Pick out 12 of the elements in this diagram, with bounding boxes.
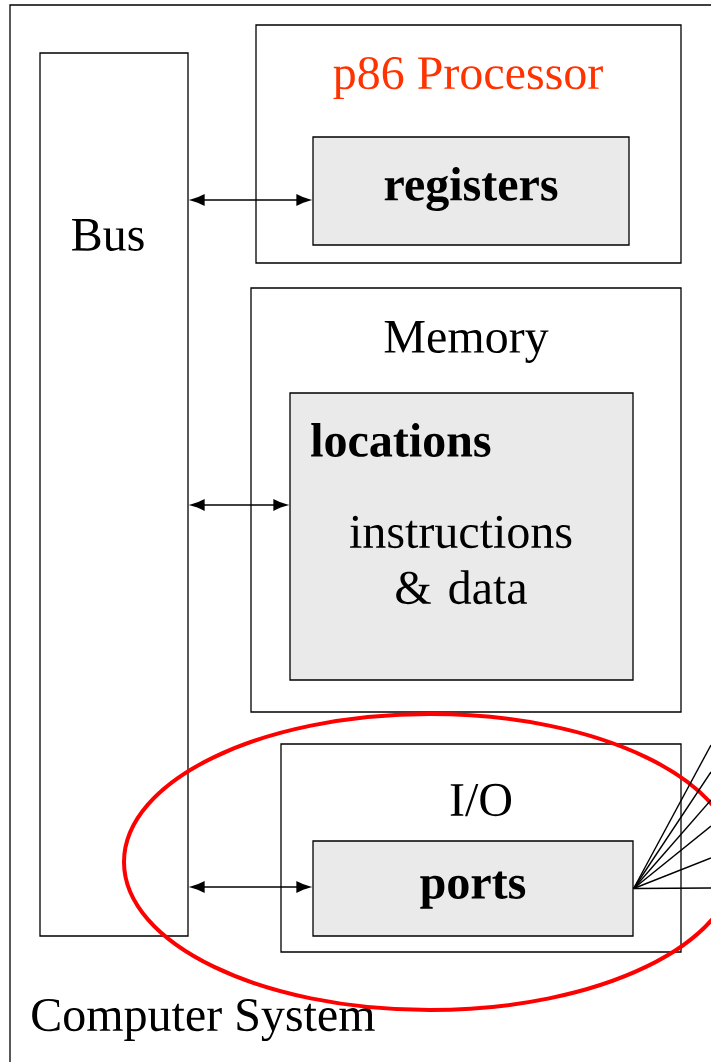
- double-arrow: [190, 499, 288, 511]
- connector-line: [632, 887, 711, 890]
- connector-line: [632, 825, 711, 890]
- bus-box: Bus: [39, 52, 189, 937]
- ports-box: ports: [312, 840, 634, 937]
- registers-box: registers: [312, 136, 630, 246]
- double-arrow: [190, 194, 311, 206]
- connector-line: [632, 799, 711, 890]
- connector-line: [632, 771, 711, 890]
- double-arrow: [190, 881, 311, 893]
- connector-line: [632, 857, 711, 890]
- memory-locations-box: locations instructions & data: [289, 392, 634, 681]
